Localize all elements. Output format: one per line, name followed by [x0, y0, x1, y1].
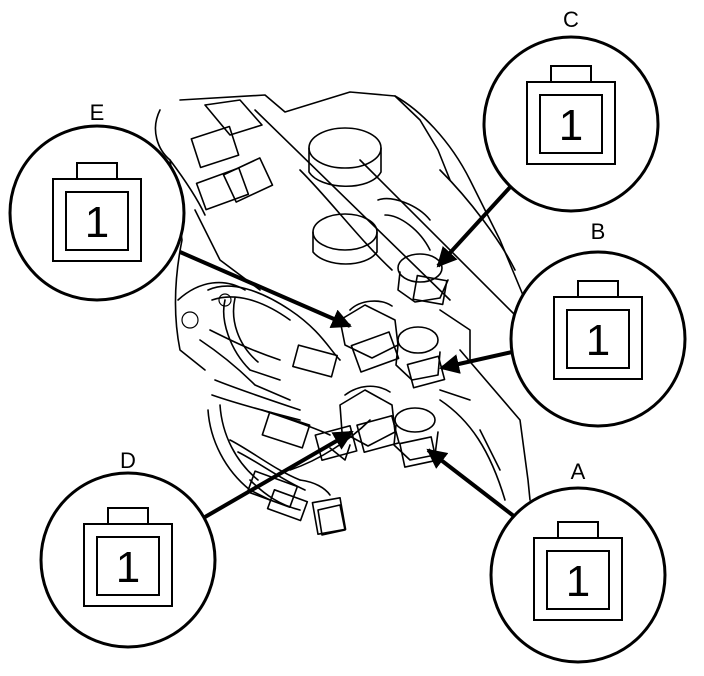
- connector-pin-box: [566, 309, 630, 369]
- arrow-e: [179, 250, 352, 328]
- connector-d-part: [339, 385, 400, 453]
- callout-c: C 1: [482, 7, 660, 213]
- callout-arrows: [179, 183, 517, 519]
- connector-pin-box: [96, 536, 160, 596]
- pin-number: 1: [566, 557, 590, 606]
- callout-label: B: [591, 219, 606, 244]
- pin-number: 1: [85, 198, 109, 247]
- pin-number: 1: [559, 101, 583, 150]
- connector-c-part: [397, 253, 449, 306]
- arrow-b: [439, 350, 513, 374]
- connector-pin-box: [539, 94, 603, 154]
- callout-a: A 1: [489, 459, 667, 664]
- pin-number: 1: [116, 543, 140, 592]
- connector-a-part: [393, 407, 439, 468]
- engine-illustration: [154, 91, 531, 536]
- connector-pin-box: [546, 550, 610, 610]
- callout-label: C: [563, 7, 579, 32]
- pin-number: 1: [586, 316, 610, 365]
- arrow-c: [436, 183, 514, 268]
- callout-b: B 1: [509, 219, 687, 428]
- callout-label: D: [120, 448, 136, 473]
- arrow-d: [203, 430, 354, 519]
- connector-pin-box: [65, 191, 129, 251]
- callout-label: E: [90, 100, 105, 125]
- callout-e: E 1: [8, 100, 186, 302]
- arrow-a: [426, 448, 517, 519]
- callout-d: D 1: [39, 448, 217, 649]
- connector-b-part: [395, 326, 446, 389]
- connector-e-part: [339, 300, 400, 373]
- callout-label: A: [571, 459, 586, 484]
